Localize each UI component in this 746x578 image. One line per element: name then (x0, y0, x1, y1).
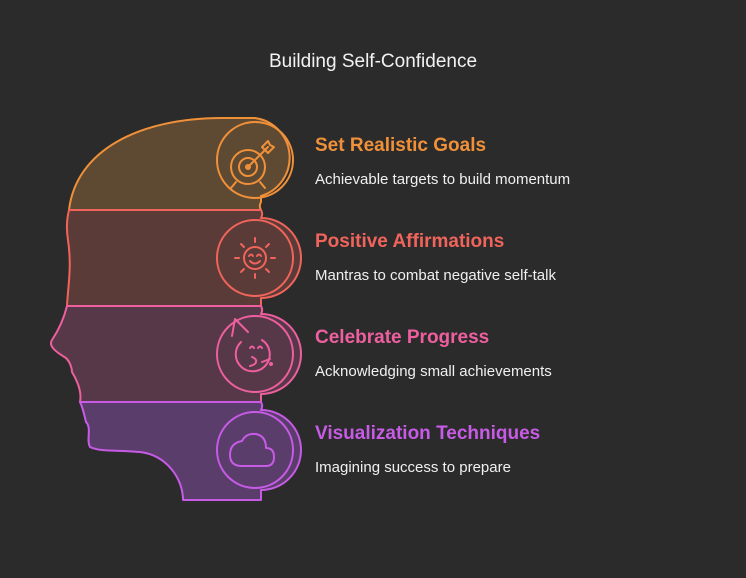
step-1-description: Achievable targets to build momentum (315, 171, 571, 188)
icon-circle-1 (216, 121, 294, 199)
step-4-title: Visualization Techniques (315, 423, 541, 444)
party-face-icon (231, 318, 273, 373)
step-2-description: Mantras to combat negative self-talk (315, 267, 556, 284)
step-3: Celebrate Progress Acknowledging small a… (315, 326, 715, 382)
step-3-description: Acknowledging small achievements (315, 363, 552, 380)
step-1-title: Set Realistic Goals (315, 135, 487, 156)
step-2-title: Positive Affirmations (315, 231, 505, 252)
step-2: Positive Affirmations Mantras to combat … (315, 230, 715, 286)
icon-circle-3 (216, 315, 294, 393)
step-4-description: Imagining success to prepare (315, 459, 511, 476)
thought-cloud-icon (229, 432, 275, 467)
head-band-2 (65, 209, 302, 307)
step-1: Set Realistic Goals Achievable targets t… (315, 134, 715, 190)
diagram-title: Building Self-Confidence (268, 51, 478, 72)
icon-circle-4 (216, 411, 294, 489)
icon-circle-2 (216, 219, 294, 297)
step-4: Visualization Techniques Imagining succe… (315, 422, 715, 478)
head-band-4 (79, 401, 302, 501)
target-icon (230, 140, 275, 189)
step-3-title: Celebrate Progress (315, 327, 490, 348)
smiling-sun-icon (234, 237, 276, 279)
head-band-3 (50, 305, 302, 403)
